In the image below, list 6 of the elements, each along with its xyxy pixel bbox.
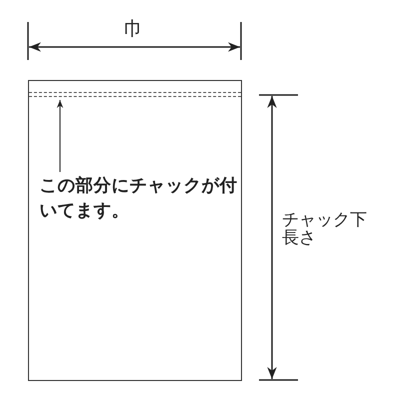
- leader-line: [56, 100, 64, 172]
- zipper-line: [28, 92, 240, 96]
- width-label: 巾: [124, 20, 144, 40]
- bag-outline: [28, 80, 242, 381]
- length-label: チャック下長さ: [282, 212, 368, 248]
- callout-text: この部分にチャックが付いてます。: [40, 174, 238, 222]
